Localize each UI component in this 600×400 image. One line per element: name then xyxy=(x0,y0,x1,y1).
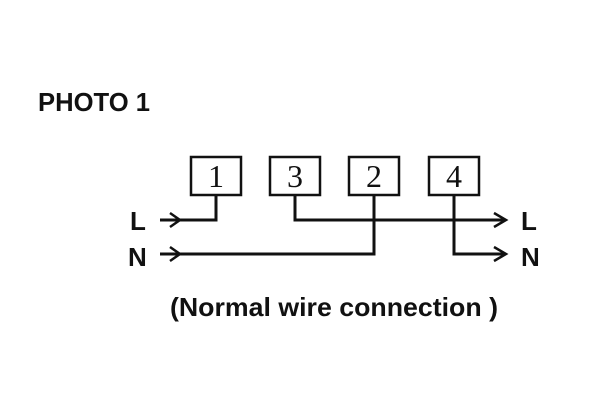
diagram-caption: (Normal wire connection ) xyxy=(170,292,498,322)
input-live-label: L xyxy=(130,206,146,236)
input-neutral-label: N xyxy=(128,242,147,272)
photo-title: PHOTO 1 xyxy=(38,87,150,117)
live-input-arrowhead xyxy=(169,211,183,229)
neutral-input-wire xyxy=(160,195,376,256)
terminal-1-label: 1 xyxy=(208,158,224,194)
neutral-input-arrowhead xyxy=(169,245,183,263)
terminal-2: 2 xyxy=(347,155,401,197)
live-input-wire xyxy=(160,195,218,222)
neutral-output-arrowhead xyxy=(493,245,509,263)
neutral-output-wire xyxy=(452,195,505,256)
terminal-3: 3 xyxy=(268,155,322,197)
terminal-1: 1 xyxy=(189,155,243,197)
terminal-4: 4 xyxy=(427,155,481,197)
live-output-arrowhead xyxy=(493,211,509,229)
terminal-2-label: 2 xyxy=(366,158,382,194)
live-output-wire xyxy=(293,195,505,222)
output-live-label: L xyxy=(521,206,537,236)
output-neutral-label: N xyxy=(521,242,540,272)
terminal-3-label: 3 xyxy=(287,158,303,194)
terminal-4-label: 4 xyxy=(446,158,462,194)
